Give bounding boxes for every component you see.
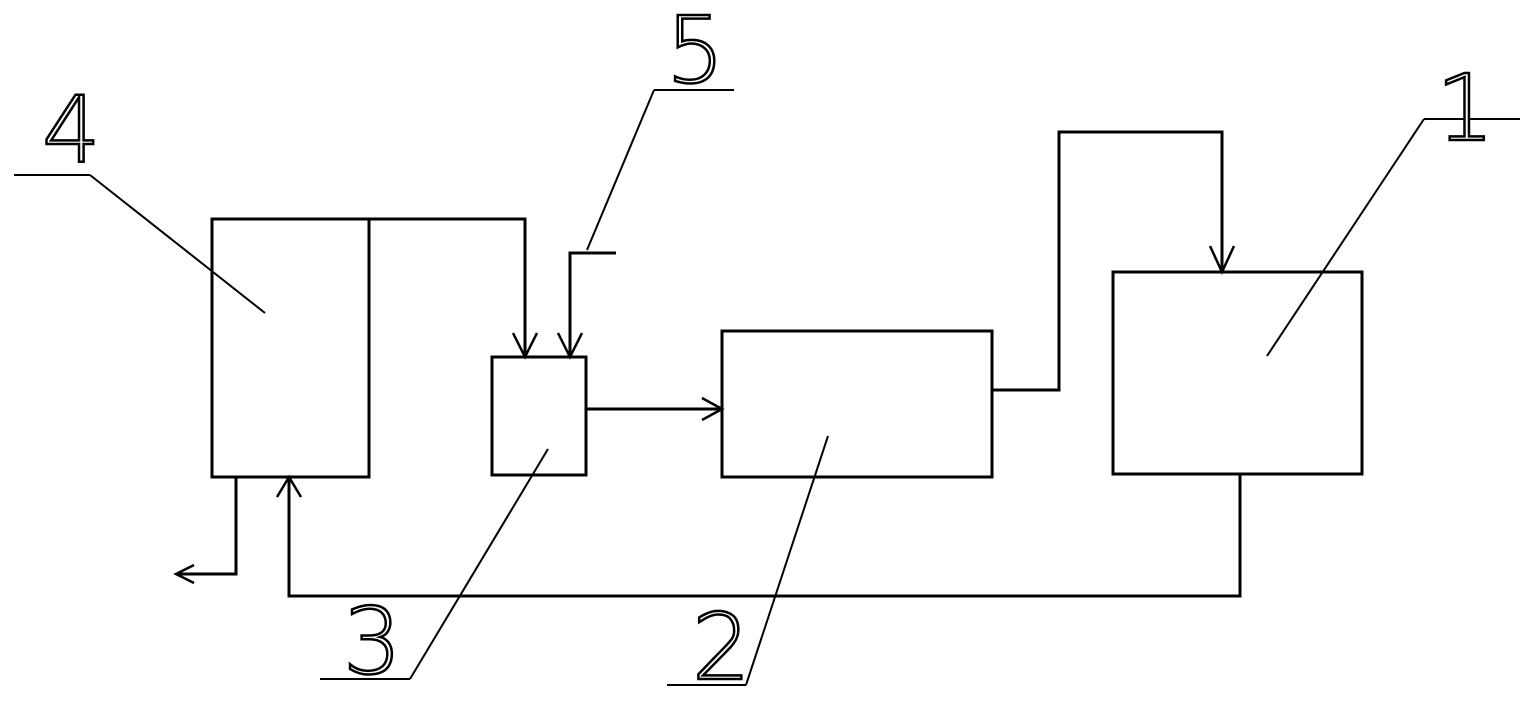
line-4-outlet: [178, 477, 238, 576]
leader-2: [667, 435, 829, 686]
arrowhead-into-3-right: [556, 332, 584, 360]
arrowhead-outlet: [173, 563, 195, 585]
line-4-to-3: [369, 217, 527, 355]
arrowhead-into-4: [275, 474, 303, 498]
line-2-to-1: [992, 130, 1224, 392]
arrowhead-into-3-left: [511, 332, 539, 360]
component-1-box: [1111, 270, 1364, 476]
label-3: 3: [343, 588, 402, 695]
leader-5: [586, 89, 734, 251]
arrowhead-into-2: [701, 396, 725, 422]
leader-4: [14, 174, 266, 314]
component-2-box: [720, 329, 994, 479]
line-5-to-3: [568, 251, 616, 355]
label-5: 5: [666, 0, 725, 104]
arrowhead-into-1: [1208, 245, 1236, 275]
leader-1: [1266, 118, 1520, 357]
label-4: 4: [42, 77, 101, 184]
label-1: 1: [1436, 55, 1495, 162]
component-3-box: [490, 355, 588, 477]
component-4-box: [210, 217, 371, 479]
leader-3: [320, 448, 549, 680]
label-2: 2: [692, 594, 751, 701]
line-1-return-to-4: [287, 474, 1242, 598]
